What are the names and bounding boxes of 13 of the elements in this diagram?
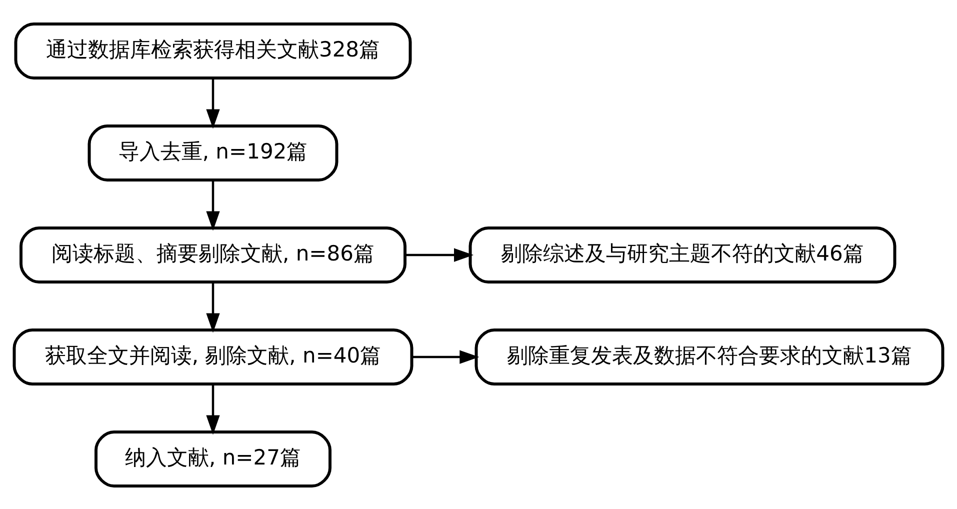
node-box: 获取全文并阅读, 剔除文献, n=40篇 (12, 328, 414, 385)
arrow (412, 350, 480, 364)
node-box: 剔除综述及与研究主题不符的文献46篇 (468, 226, 896, 283)
arrow (206, 180, 220, 230)
node-box: 剔除重复发表及数据不符合要求的文献13篇 (474, 328, 944, 385)
arrow (206, 384, 220, 434)
node-box: 通过数据库检索获得相关文献328篇 (14, 22, 412, 79)
node-box: 导入去重, n=192篇 (88, 124, 338, 181)
arrow (405, 248, 474, 262)
node-box: 纳入文献, n=27篇 (94, 430, 332, 487)
arrow (206, 78, 220, 128)
arrow (206, 282, 220, 332)
node-box: 阅读标题、摘要剔除文献, n=86篇 (20, 226, 406, 283)
